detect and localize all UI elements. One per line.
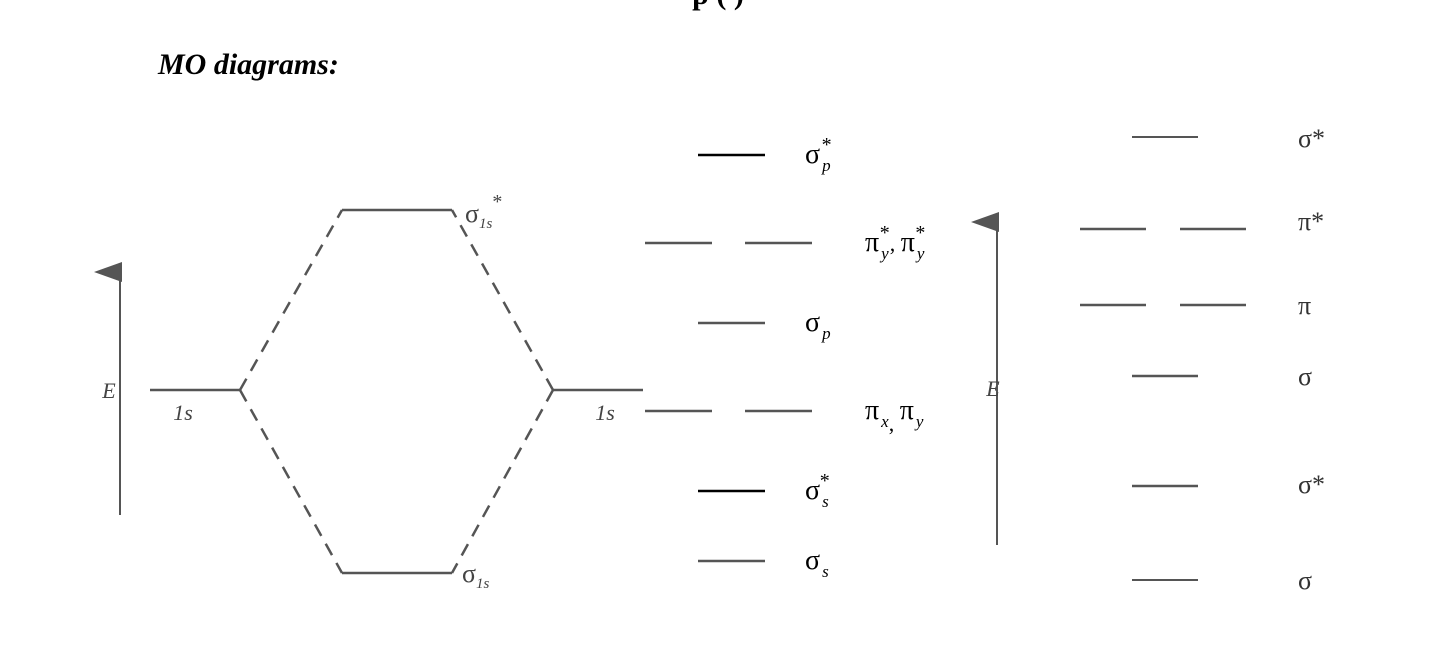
right-label-6: σ [1298,566,1312,595]
h2-connector-right-down [450,389,555,574]
page-top-cutoff-title: p ( ) [0,0,1436,12]
h2-energy-axis-label: E [101,378,116,403]
right-label-3: π [1298,291,1311,320]
h2-atomic-label-right: 1s [595,400,615,425]
h2-atomic-label-left: 1s [173,400,193,425]
right-label-4: σ [1298,362,1312,391]
section-heading: MO diagrams: [158,48,339,81]
generic-mo-diagram: E σ* π* π σ σ* σ [971,124,1325,595]
right-label-1: σ* [1298,124,1325,153]
h2-connector-right-up [450,209,555,391]
right-energy-axis-label: E [985,376,1000,401]
h2-mo-diagram: E 1s 1s σ1s* σ1s [94,191,643,592]
h2-bonding-label: σ1s [462,559,490,592]
h2-connector-left-down [238,389,344,574]
right-label-5: σ* [1298,470,1325,499]
h2-antibonding-label: σ1s* [465,191,502,232]
h2-connector-left-up [238,209,344,391]
right-label-2: π* [1298,207,1324,236]
